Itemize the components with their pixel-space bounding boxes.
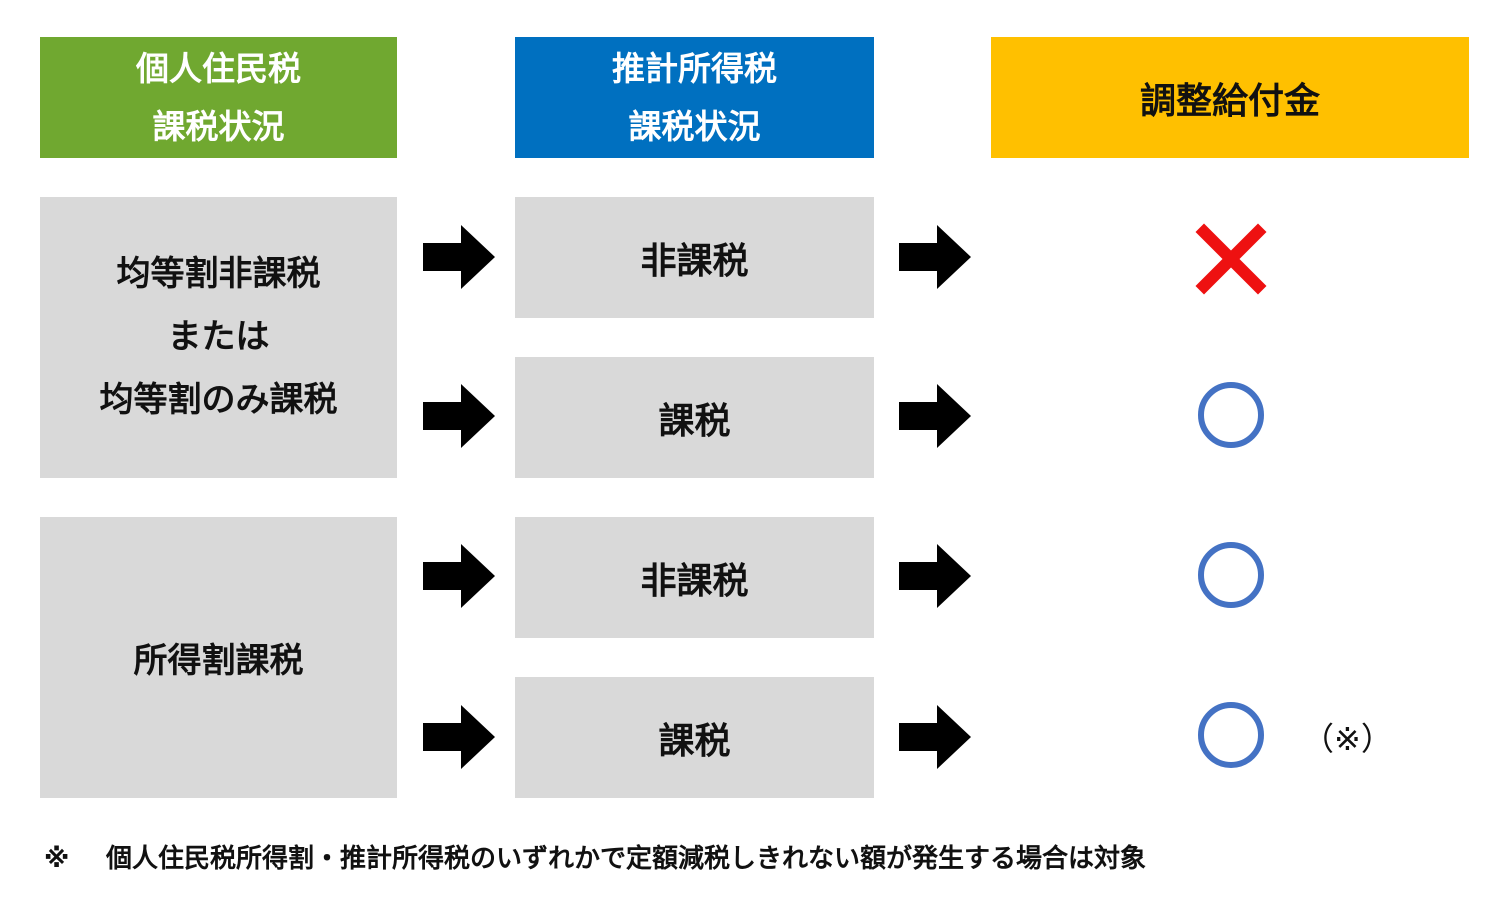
header-adjustment-benefit-label: 調整給付金 <box>1139 80 1320 122</box>
right-arrow-icon <box>423 384 495 448</box>
left-group-equal-share: 均等割非課税 または 均等割のみ課税 <box>40 197 397 478</box>
middle-row4-box: 課税 <box>515 677 874 798</box>
left-group2-label: 所得割課税 <box>133 641 304 681</box>
row4-note-mark: （※） <box>1302 720 1393 758</box>
footnote: ※ 個人住民税所得割・推計所得税のいずれかで定額減税しきれない額が発生する場合は対… <box>44 838 1484 875</box>
right-arrow-icon <box>423 544 495 608</box>
middle-row2-label: 課税 <box>658 400 731 442</box>
header-estimated-income-tax-line2: 課税状況 <box>628 106 761 146</box>
left-group1-line3: 均等割のみ課税 <box>99 380 338 420</box>
right-arrow-icon <box>423 705 495 769</box>
middle-row3-box: 非課税 <box>515 517 874 638</box>
footnote-mark: ※ <box>44 844 70 874</box>
circle-mark-icon <box>1198 382 1264 448</box>
header-resident-tax-line2: 課税状況 <box>152 106 285 146</box>
header-adjustment-benefit: 調整給付金 <box>991 37 1469 158</box>
left-group1-line1: 均等割非課税 <box>116 254 321 294</box>
cross-mark-icon <box>1195 223 1267 295</box>
middle-row1-label: 非課税 <box>640 240 749 282</box>
circle-mark-icon <box>1198 702 1264 768</box>
footnote-text: 個人住民税所得割・推計所得税のいずれかで定額減税しきれない額が発生する場合は対象 <box>106 844 1147 874</box>
right-arrow-icon <box>899 544 971 608</box>
header-resident-tax-line1: 個人住民税 <box>136 48 301 88</box>
header-estimated-income-tax-line1: 推計所得税 <box>612 48 777 88</box>
middle-row2-box: 課税 <box>515 357 874 478</box>
right-arrow-icon <box>899 225 971 289</box>
middle-row4-label: 課税 <box>658 720 731 762</box>
right-arrow-icon <box>899 384 971 448</box>
circle-mark-icon <box>1198 542 1264 608</box>
middle-row3-label: 非課税 <box>640 560 749 602</box>
right-arrow-icon <box>899 705 971 769</box>
middle-row1-box: 非課税 <box>515 197 874 318</box>
header-resident-tax: 個人住民税 課税状況 <box>40 37 397 158</box>
header-estimated-income-tax: 推計所得税 課税状況 <box>515 37 874 158</box>
right-arrow-icon <box>423 225 495 289</box>
left-group1-line2: または <box>167 317 270 357</box>
left-group-income-share: 所得割課税 <box>40 517 397 798</box>
